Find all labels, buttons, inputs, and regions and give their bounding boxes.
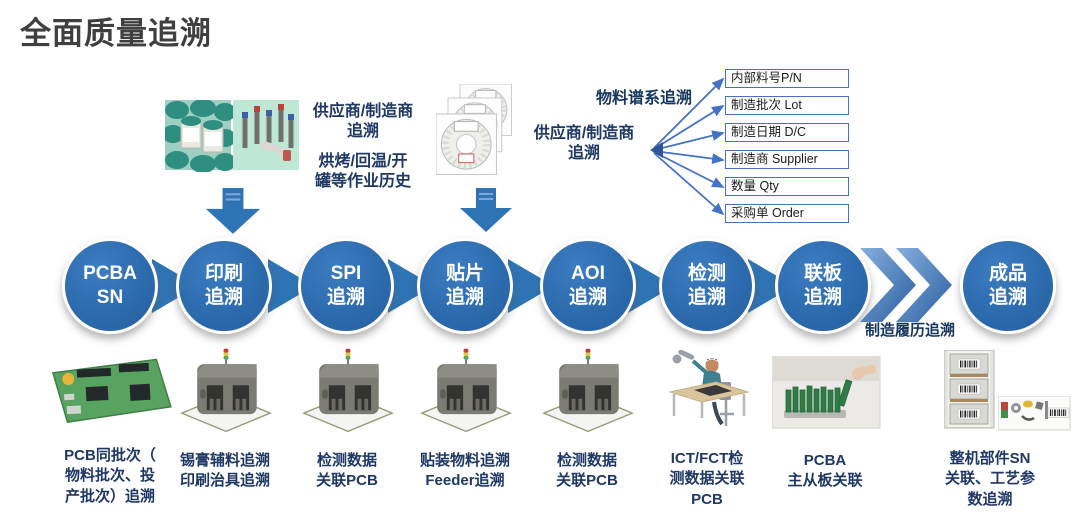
genealogy-box-order: 采购单 Order: [725, 204, 849, 223]
label-mount-feeder-trace: 贴装物料追溯 Feeder追溯: [419, 452, 510, 490]
bake-history-label: 烘烤/回温/开 罐等作业历史: [314, 153, 411, 190]
flow-arrow-icon: [628, 259, 674, 313]
flow-step-label: PCBA SN: [83, 263, 137, 308]
flow-step-finished: 成品 追溯: [960, 238, 1056, 334]
flow-step-label: SPI 追溯: [326, 263, 365, 308]
genealogy-box-supplier: 制造商 Supplier: [725, 150, 849, 169]
solder-paste-photo: [165, 100, 299, 172]
genealogy-box-lot: 制造批次 Lot: [725, 96, 849, 115]
pcba-panel-handling-photo: [772, 356, 881, 429]
test-operator-image: [668, 350, 750, 426]
flow-arrow-icon: [748, 259, 794, 313]
manufacturing-history-label: 制造履历追溯: [864, 322, 955, 339]
genealogy-fan-arrows: [650, 77, 725, 216]
flow-step-aoi: AOI 追溯: [540, 238, 636, 334]
genealogy-box-dc: 制造日期 D/C: [725, 123, 849, 142]
page-title: 全面质量追溯: [20, 16, 212, 51]
component-reels-photo: [436, 84, 520, 188]
smt-machine-image: [181, 348, 271, 433]
label-spi-data-link: 检测数据 关联PCB: [316, 452, 378, 490]
pcb-board-photo: [51, 358, 172, 423]
flow-step-label: AOI 追溯: [568, 263, 607, 308]
flow-arrow-icon: [388, 259, 434, 313]
flow-step-spi: SPI 追溯: [298, 238, 394, 334]
label-solder-fixture-trace: 锡膏辅料追溯 印刷治具追溯: [179, 452, 270, 490]
finished-goods-rack-image: [944, 350, 995, 429]
supplier-trace-right-label: 供应商/制造商 追溯: [533, 125, 635, 162]
double-chevron-icon: [860, 248, 952, 322]
down-arrow-icon: [205, 188, 261, 234]
genealogy-box-qty: 数量 Qty: [725, 177, 849, 196]
flow-arrow-icon: [268, 259, 314, 313]
flow-step-label: 印刷 追溯: [204, 263, 243, 308]
flow-step-label: 联板 追溯: [803, 263, 842, 308]
flow-step-print: 印刷 追溯: [176, 238, 272, 334]
flow-step-smt: 贴片 追溯: [417, 238, 513, 334]
smt-machine-image: [421, 348, 511, 433]
flow-step-test: 检测 追溯: [659, 238, 755, 334]
supplier-trace-left-label: 供应商/制造商 追溯: [312, 103, 414, 140]
flow-step-pcba-sn: PCBA SN: [62, 238, 158, 334]
genealogy-box-pn: 内部料号P/N: [725, 69, 849, 88]
flow-arrow-icon: [508, 259, 554, 313]
label-aoi-data-link: 检测数据 关联PCB: [556, 452, 618, 490]
components-parts-image: [998, 396, 1071, 431]
smt-machine-image: [303, 348, 393, 433]
label-pcba-master-slave: PCBA 主从板关联: [787, 452, 863, 490]
down-arrow-icon: [460, 188, 512, 232]
flow-step-label: 成品 追溯: [988, 263, 1027, 308]
label-unit-sn-process: 整机部件SN 关联、工艺参 数追溯: [944, 450, 1035, 508]
genealogy-title: 物料谱系追溯: [596, 90, 693, 107]
flow-step-label: 检测 追溯: [687, 263, 726, 308]
label-pcb-batch-trace: PCB同批次（ 物料批次、投 产批次）追溯: [64, 447, 156, 505]
flow-step-panel: 联板 追溯: [775, 238, 871, 334]
flow-arrow-icon: [152, 259, 198, 313]
label-ict-fct-data-link: ICT/FCT检 测数据关联 PCB: [669, 450, 745, 508]
smt-machine-image: [543, 348, 633, 433]
flow-step-label: 贴片 追溯: [445, 263, 484, 308]
